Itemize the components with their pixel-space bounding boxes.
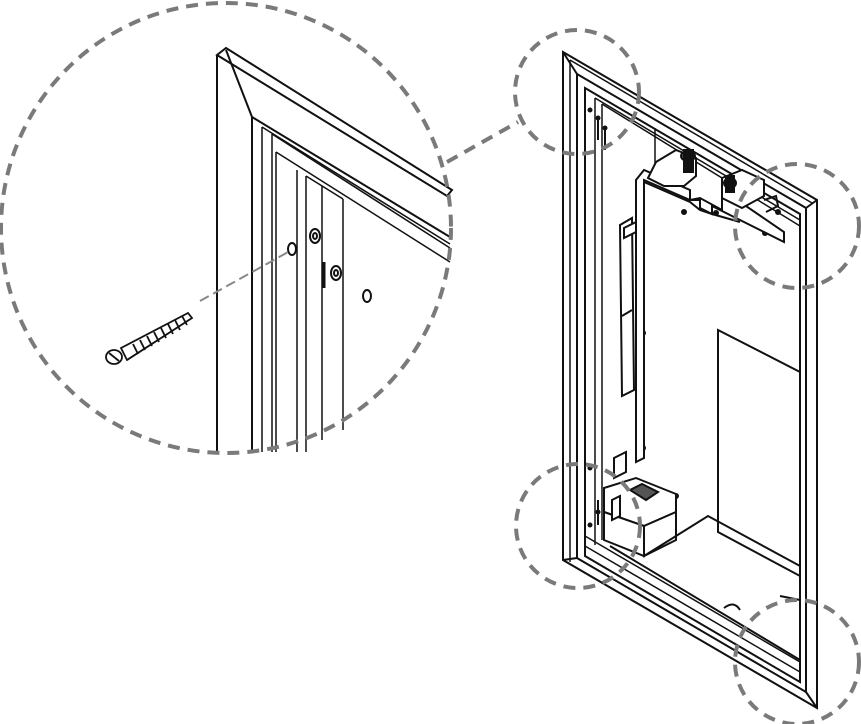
detail-frame-top-edge bbox=[215, 46, 454, 198]
screw-hole-icon bbox=[681, 209, 687, 215]
callout-circle-top-right bbox=[733, 162, 861, 290]
callout-connector-line bbox=[446, 120, 519, 164]
callout-circle-top-left bbox=[513, 28, 641, 156]
screw-hole-icon bbox=[587, 522, 593, 528]
detail-frame-miter bbox=[225, 49, 253, 118]
screw-hole-icon bbox=[362, 289, 372, 303]
detail-frame-inner-top bbox=[251, 116, 451, 238]
detail-view bbox=[215, 46, 454, 452]
screw-icon bbox=[105, 311, 194, 365]
callout-circles bbox=[513, 28, 861, 724]
hinge-block-icon bbox=[646, 148, 697, 187]
screw-hole-icon bbox=[309, 228, 321, 244]
lower-compartment bbox=[603, 328, 801, 661]
callout-circle-bottom-left bbox=[514, 462, 642, 590]
screw-guide-line bbox=[199, 250, 291, 302]
screw-hole-icon bbox=[587, 107, 593, 113]
detail-magnifier-circle bbox=[0, 1, 453, 455]
callout-circle-bottom-right bbox=[733, 598, 861, 724]
screw-hole-icon bbox=[330, 265, 342, 281]
electronics-panel bbox=[618, 168, 785, 464]
detail-screw-holes bbox=[287, 228, 372, 303]
screw-hole-icon bbox=[775, 209, 781, 215]
screw-hole-icon bbox=[287, 242, 297, 256]
